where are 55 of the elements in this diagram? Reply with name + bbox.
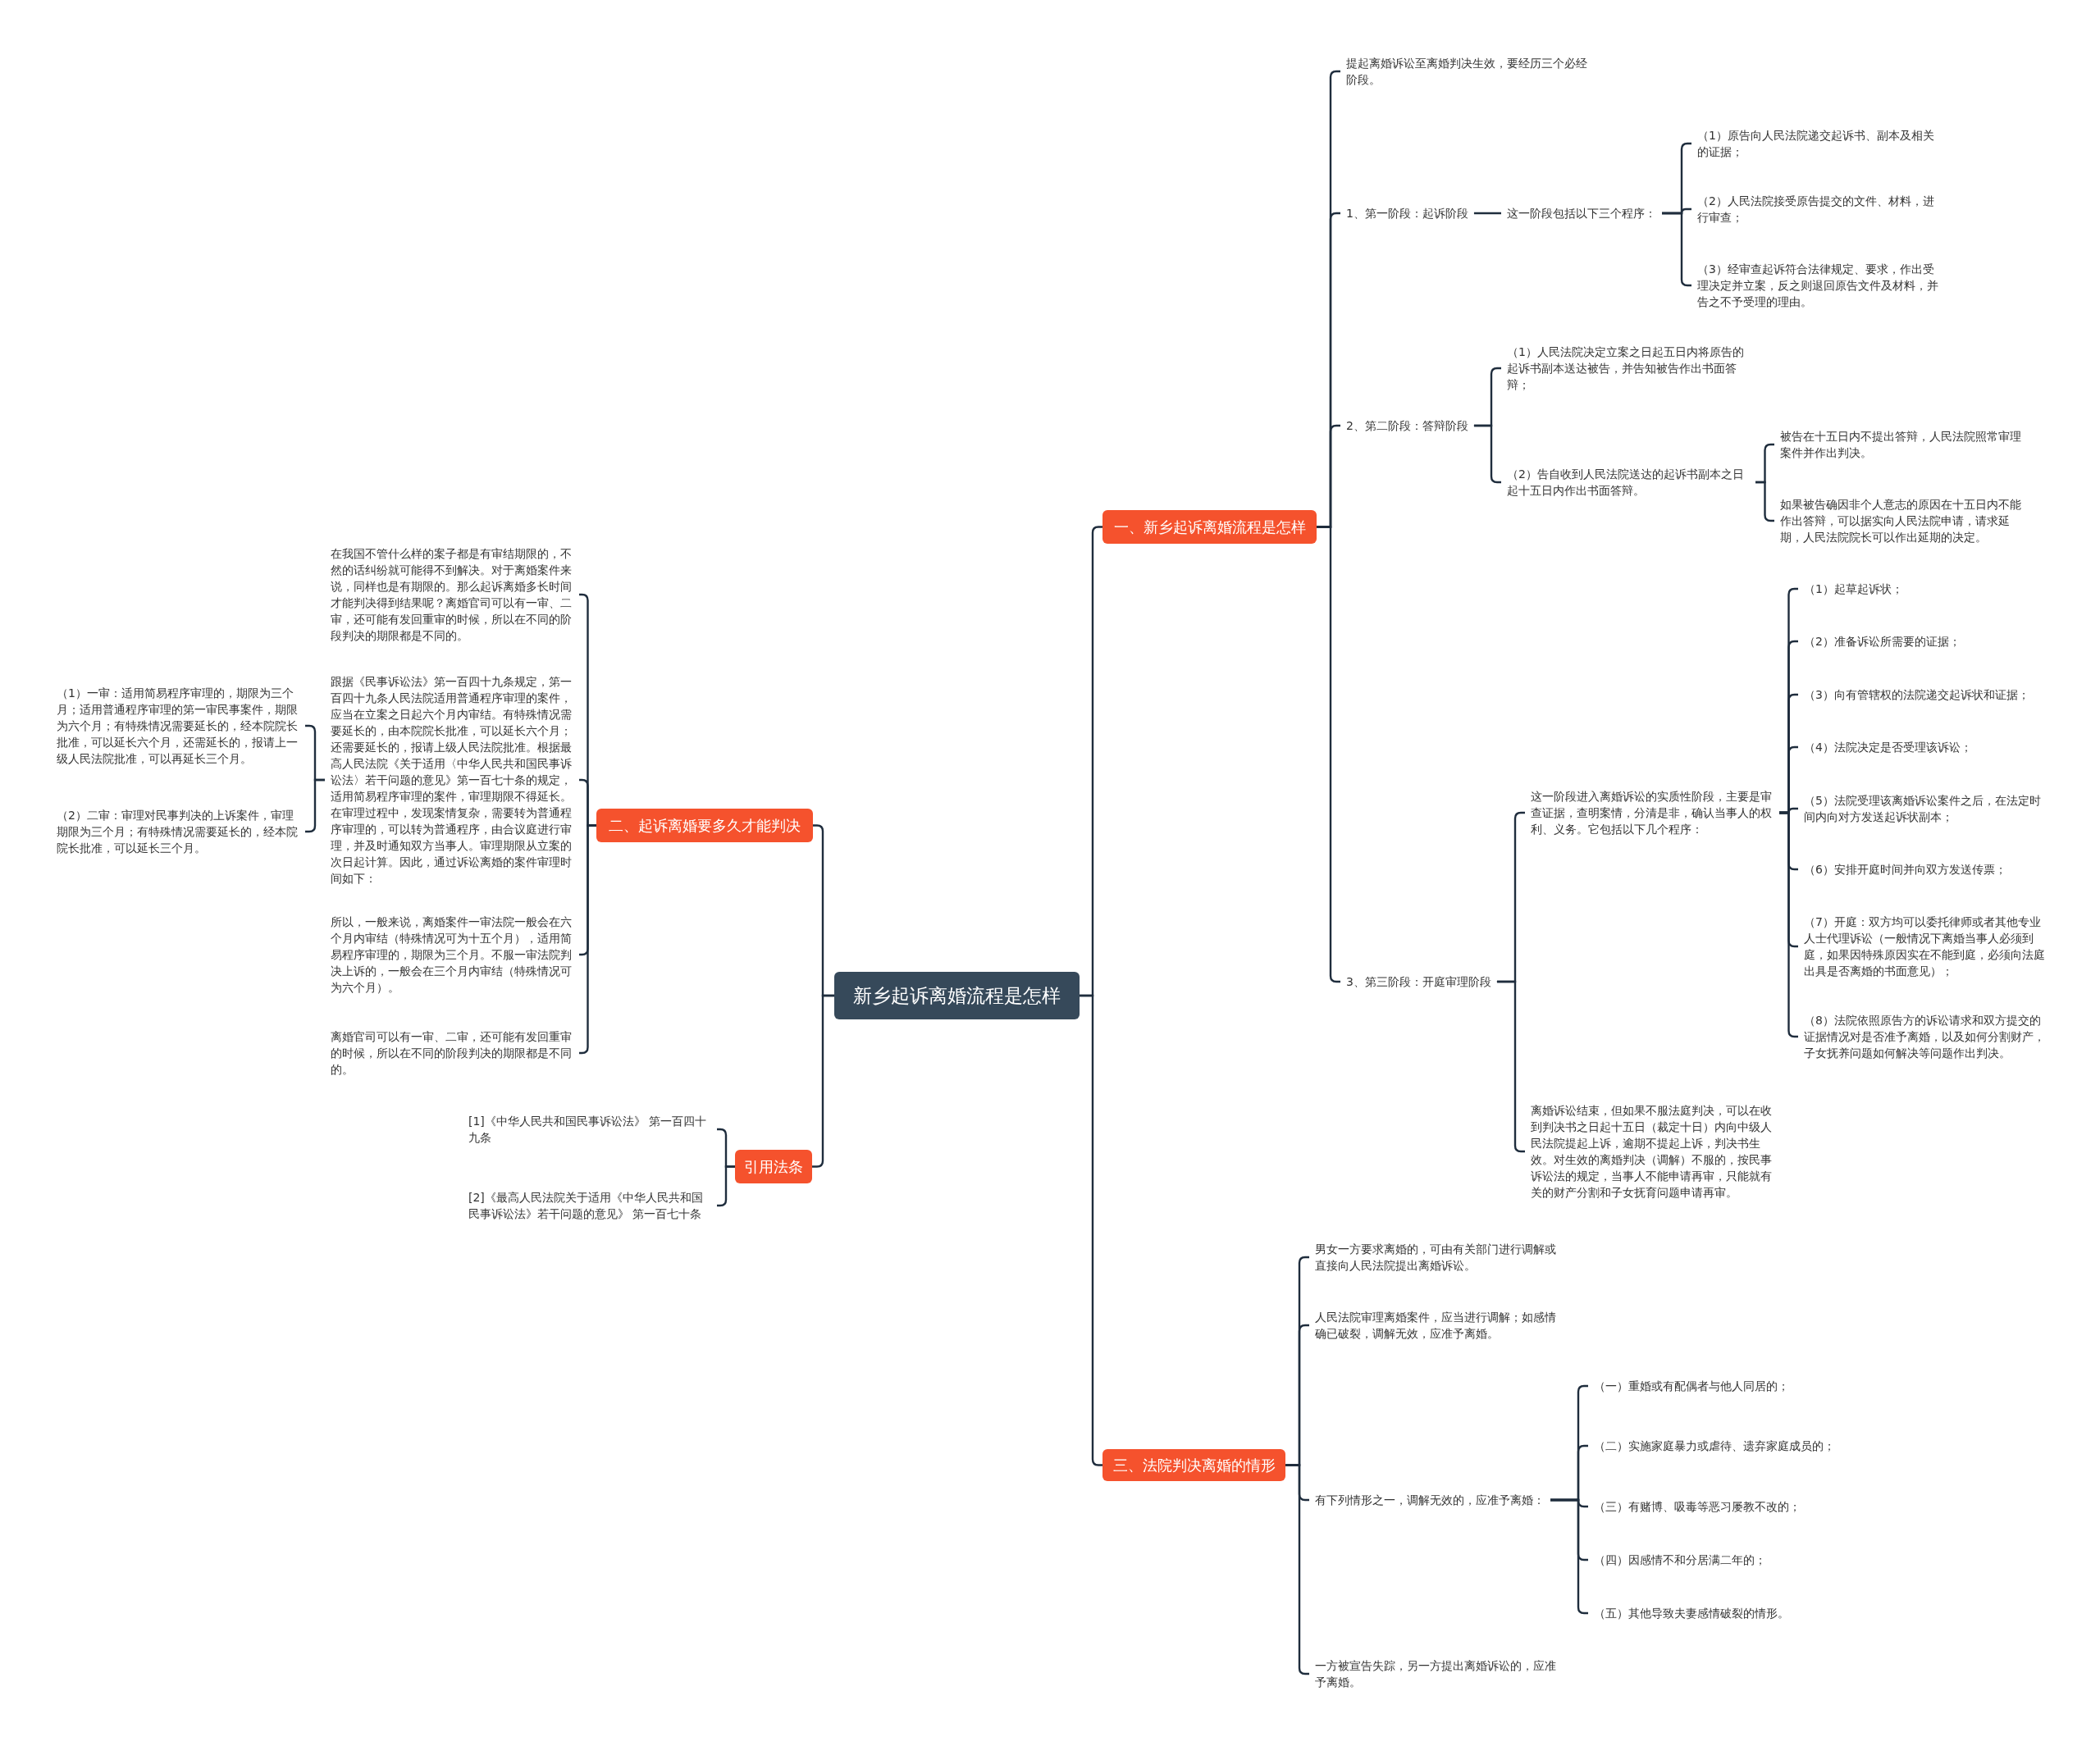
topic-text: 3、第三阶段：开庭审理阶段 [1340,973,1497,990]
topic-text: （1）起草起诉状； [1798,581,1909,597]
topic-text: 一方被宣告失踪，另一方提出离婚诉讼的，应准予离婚。 [1309,1657,1564,1690]
root-topic-box: 新乡起诉离婚流程是怎样 [834,972,1080,1019]
topic-text: 在我国不管什么样的案子都是有审结期限的，不然的话纠纷就可能得不到解决。对于离婚案件来说，同样也是有期限的。那么起诉离婚多长时间才能判决得到结果呢？离婚官司可以有一审、二审，还可能有发回重审的时候，所以在不同的阶段判决的期限都是不同的。 [325,545,579,644]
topic-text: （3）向有管辖权的法院递交起诉状和证据； [1798,686,2035,703]
connector-line [1496,980,1525,1153]
topic-box: 三、法院判决离婚的情形 [1102,1449,1285,1481]
topic-text: 如果被告确因非个人意志的原因在十五日内不能作出答辩，可以据实向人民法院申请，请求延期，人民法院院长可以作出延期的决定。 [1774,496,2029,545]
connector-line [1779,811,1798,1038]
topic-text: 提起离婚诉讼至离婚判决生效，要经历三个必经阶段。 [1340,55,1595,88]
topic-text: 跟据《民事诉讼法》第一百四十九条规定，第一百四十九条人民法院适用普通程序审理的案件，应当在立案之日起六个月内审结。有特殊情况需要延长的，由本院院长批准，可以延长六个月；还需要延长的，报请上级人民法院批准。根据最高人民法院《关于适用〈中华人民共和国民事诉讼法〉若干问题的意见》第一百七十条的规定，适用简易程序审理的案件，审理期限不得延长。在审理过程中，发现案情复杂，需要转为普通程序审理的，可以转为普通程序，由合议庭进行审理，并及时通知双方当事人。审理期限从立案的次日起计算。因此，通过诉讼离婚的案件审理时间如下： [325,673,579,887]
connector-line [305,778,325,833]
topic-text: （1）一审：适用简易程序审理的，期限为三个月；适用普通程序审理的第一审民事案件，期限为六个月；有特殊情况需要延长的，经本院院长批准，可以延长六个月，还需延长的，报请上一级人民法院批准，可以再延长三个月。 [51,685,305,767]
topic-text: 离婚官司可以有一审、二审，还可能有发回重审的时候，所以在不同的阶段判决的期限都是不同的。 [325,1028,579,1078]
topic-text: （3）经审查起诉符合法律规定、要求，作出受理决定并立案，反之则退回原告文件及材料，并告之不予受理的理由。 [1691,261,1946,310]
topic-text: （2）人民法院接受原告提交的文件、材料，进行审查； [1691,193,1946,226]
topic-text: （三）有赌博、吸毒等恶习屡教不改的； [1588,1498,1806,1515]
topic-text: （五）其他导致夫妻感情破裂的情形。 [1588,1605,1795,1621]
topic-text: 1、第一阶段：起诉阶段 [1340,205,1474,221]
connector-line [717,1165,735,1207]
topic-text: 有下列情形之一，调解无效的，应准予离婚： [1309,1492,1550,1508]
topic-text: 被告在十五日内不提出答辩，人民法院照常审理案件并作出判决。 [1774,428,2029,461]
topic-text: 2、第二阶段：答辩阶段 [1340,417,1474,434]
topic-text: 这一阶段进入离婚诉讼的实质性阶段，主要是审查证据，查明案情，分清是非，确认当事人的权利、义务。它包括以下几个程序： [1525,788,1779,837]
topic-text: （2）告自收到人民法院送达的起诉书副本之日起十五日内作出书面答辩。 [1501,466,1755,499]
connector-line [1662,212,1691,287]
topic-text: （2）准备诉讼所需要的证据； [1798,633,1966,650]
topic-text: （2）二审：审理对民事判决的上诉案件，审理期限为三个月；有特殊情况需要延长的，经本院院长批准，可以延长三个月。 [51,807,305,856]
topic-text: （四）因感情不和分居满二年的； [1588,1552,1772,1568]
topic-box: 二、起诉离婚要多久才能判决 [596,809,813,842]
topic-text: （1）人民法院决定立案之日起五日内将原告的起诉书副本送达被告，并告知被告作出书面答辩； [1501,344,1755,393]
connector-line [579,824,596,1055]
topic-text: （1）原告向人民法院递交起诉书、副本及相关的证据； [1691,127,1946,160]
topic-text: 离婚诉讼结束，但如果不服法庭判决，可以在收到判决书之日起十五日（裁定十日）内向中级人民法院提起上诉，逾期不提起上诉，判决书生效。对生效的离婚判决（调解）不服的，按民事诉讼法的规定，当事人不能申请再审，只能就有关的财产分割和子女抚育问题申请再审。 [1525,1102,1779,1201]
topic-text: 人民法院审理离婚案件，应当进行调解；如感情确已破裂，调解无效，应准予离婚。 [1309,1309,1564,1342]
topic-box: 引用法条 [735,1150,812,1183]
topic-text: （5）法院受理该离婚诉讼案件之后，在法定时间内向对方发送起诉状副本； [1798,792,2052,825]
topic-text: （4）法院决定是否受理该诉讼； [1798,739,1978,755]
topic-text: 男女一方要求离婚的，可由有关部门进行调解或直接向人民法院提出离婚诉讼。 [1309,1241,1564,1274]
topic-text: （一）重婚或有配偶者与他人同居的； [1588,1378,1795,1394]
topic-text: （二）实施家庭暴力或虐待、遗弃家庭成员的； [1588,1438,1841,1454]
topic-text: （7）开庭：双方均可以委托律师或者其他专业人士代理诉讼（一般情况下离婚当事人必须到庭，如果因特殊原因实在不能到庭，必须向法庭出具是否离婚的书面意见）； [1798,914,2052,979]
topic-text: [1]《中华人民共和国民事诉讼法》 第一百四十九条 [463,1113,717,1146]
connector-line [1473,424,1501,484]
connector-line [1550,1498,1588,1615]
topic-text: 这一阶段包括以下三个程序： [1501,205,1662,221]
connector-line [1755,481,1774,522]
topic-box: 一、新乡起诉离婚流程是怎样 [1102,510,1317,544]
topic-text: 所以，一般来说，离婚案件一审法院一般会在六个月内审结（特殊情况可为十五个月），适用简易程序审理的，期限为三个月。不服一审法院判决上诉的，一般会在三个月内审结（特殊情况可为六个月）。 [325,914,579,996]
topic-text: （6）安排开庭时间并向双方发送传票； [1798,861,2012,878]
connector-line [1473,212,1501,215]
topic-text: （8）法院依照原告方的诉讼请求和双方提交的证据情况对是否准予离婚，以及如何分割财产，子女抚养问题如何解决等问题作出判决。 [1798,1012,2052,1061]
topic-text: [2]《最高人民法院关于适用《中华人民共和国民事诉讼法》若干问题的意见》 第一百七十条 [463,1189,717,1222]
connector-line [1080,994,1102,1466]
